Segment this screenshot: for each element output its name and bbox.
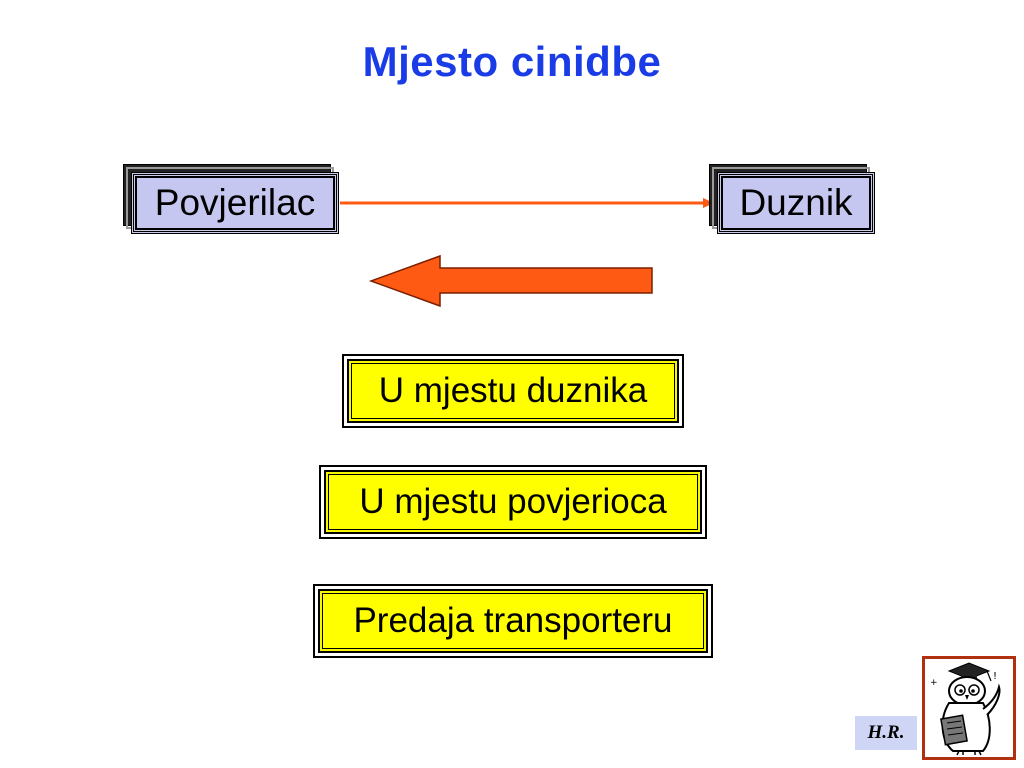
owl-scholar-icon: ! + [930,662,1001,756]
option-label: Predaja transporteru [322,593,704,649]
block-arrow-left [368,254,653,308]
creditor-label: Povjerilac [135,176,335,230]
option-creditor-place: U mjestu povjerioca [319,465,707,539]
option-debtor-place: U mjestu duznika [342,354,684,428]
creditor-box: Povjerilac [123,164,339,234]
page-title: Mjesto cinidbe [362,38,662,85]
connector-arrowhead [703,198,714,208]
owl-logo-frame: ! + [922,656,1016,760]
debtor-box: Duznik [709,164,875,234]
option-carrier-handover: Predaja transporteru [313,584,713,658]
option-label: U mjestu povjerioca [328,474,698,530]
svg-text:!: ! [993,671,997,682]
svg-text:+: + [930,678,938,688]
debtor-label: Duznik [721,176,871,230]
author-initials: H.R. [855,716,917,750]
option-label: U mjestu duznika [351,363,675,419]
